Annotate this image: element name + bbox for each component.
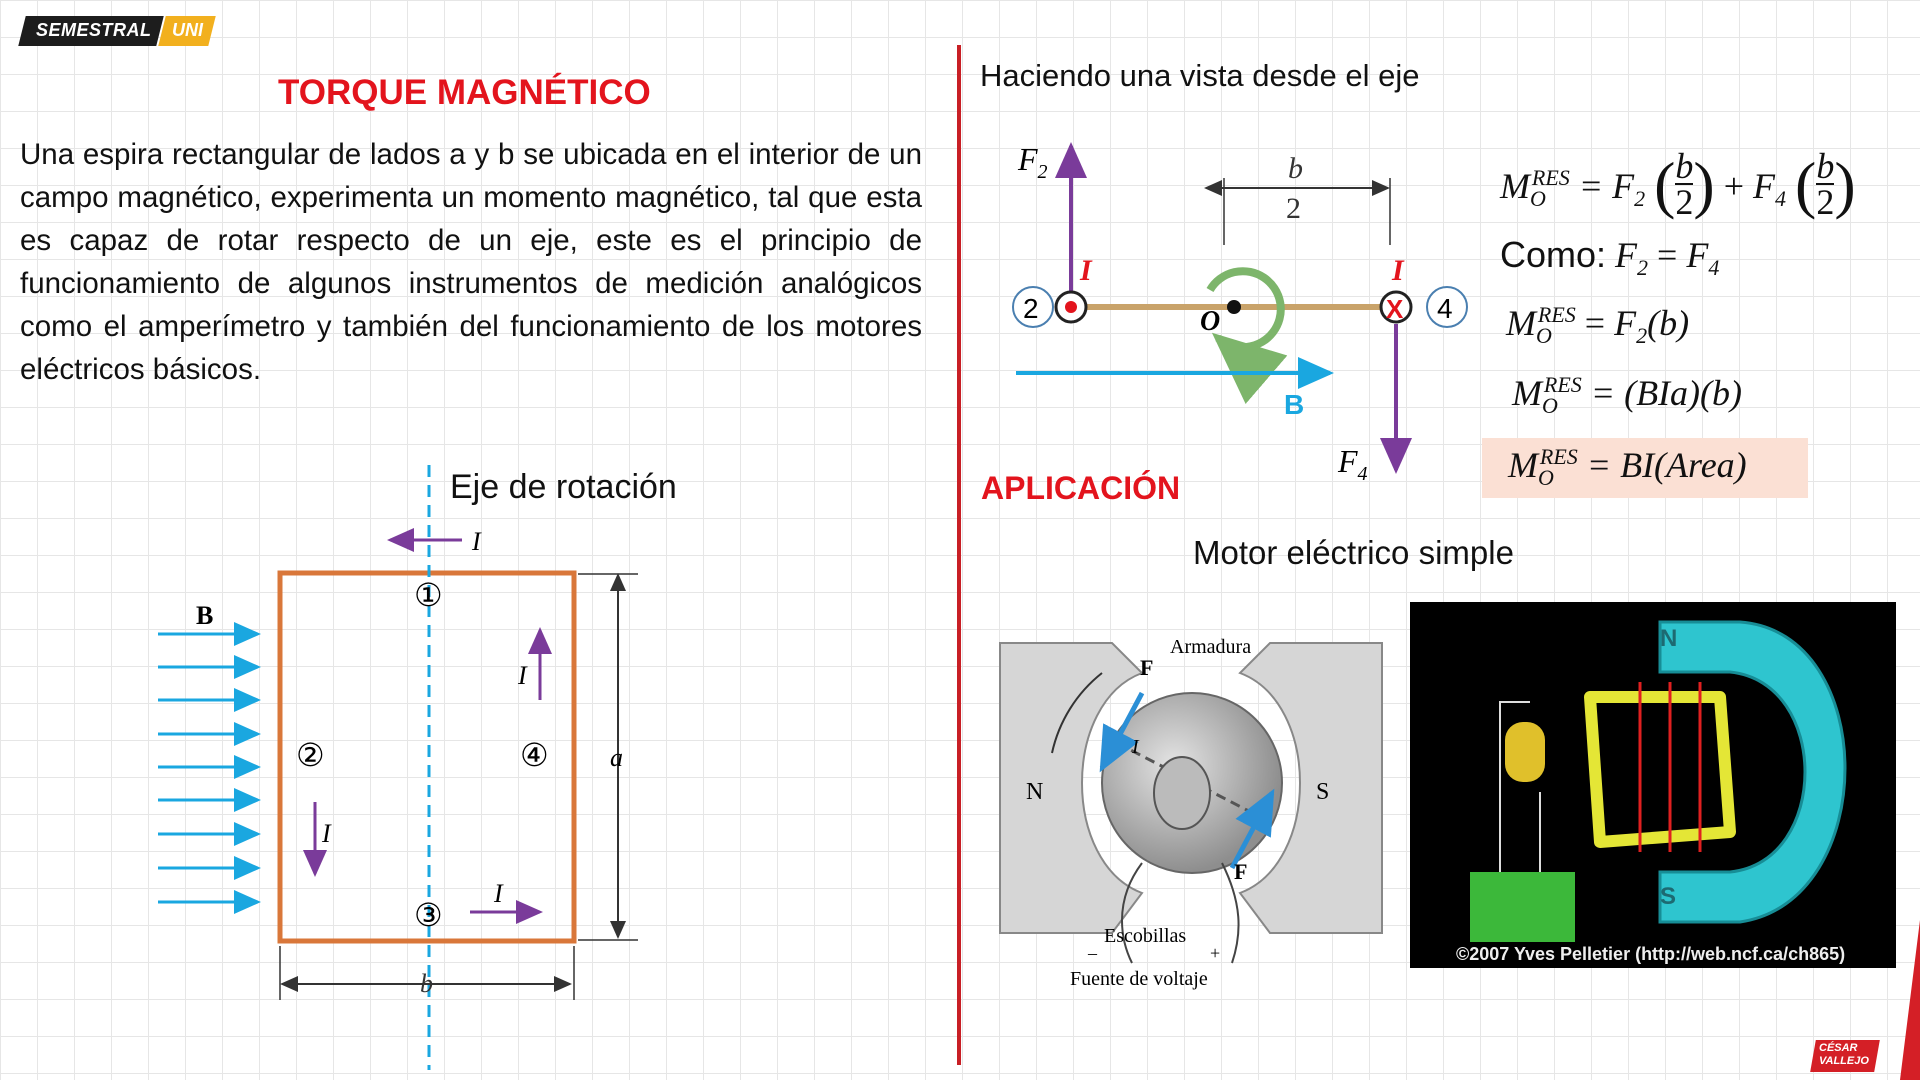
axis-label: Eje de rotación <box>450 468 677 506</box>
force-arrow-top <box>1099 691 1145 773</box>
side-view-diagram: F2 b 2 X I I 2 4 O B F4 <box>1012 141 1468 485</box>
equation-3: MORES = F2(b) <box>1506 302 1690 349</box>
node-4 <box>1426 286 1468 328</box>
yellow-coil <box>1584 691 1736 848</box>
motor-caption: Motor eléctrico simple <box>1193 534 1514 571</box>
commutator <box>1505 722 1545 782</box>
force-label-bottom: F <box>1234 859 1247 884</box>
f4-label: F4 <box>1337 443 1368 485</box>
side-b-label: b <box>420 969 433 998</box>
node-2 <box>1012 286 1054 328</box>
dc-motor-illustration: Armadura N S F F I Escobillas – + Fuente… <box>999 636 1383 990</box>
cross-mark: X <box>1386 294 1404 324</box>
armadura-label: Armadura <box>1170 636 1251 658</box>
current-loop <box>277 570 577 944</box>
view-label: Haciendo una vista desde el eje <box>980 58 1420 93</box>
badge-accent-text: UNI <box>172 20 203 40</box>
side-a-label: a <box>610 743 623 772</box>
badge-main-text: SEMESTRAL <box>36 20 152 40</box>
intro-paragraph: Una espira rectangular de lados a y b se… <box>20 138 922 386</box>
side-3-marker: ③ <box>414 896 443 934</box>
half-b-num: b <box>1288 152 1303 185</box>
field-label: B <box>1284 389 1304 420</box>
f2-label: F2 <box>1017 141 1048 183</box>
pivot-label: O <box>1200 306 1220 337</box>
corner-accent <box>1900 920 1920 1080</box>
side-2-marker: ② <box>296 736 325 774</box>
current-label-left: I <box>321 819 332 848</box>
current-in-symbol <box>1379 290 1413 324</box>
minus-label: – <box>1087 943 1098 963</box>
side-4-marker: ④ <box>520 736 549 774</box>
application-heading: APLICACIÓN <box>981 470 1181 506</box>
pivot-point <box>1227 300 1241 314</box>
south-pole-label: S <box>1316 779 1329 805</box>
rotation-arrow <box>1206 267 1288 404</box>
equation-5-result: MORES = BI(Area) <box>1508 444 1747 491</box>
plus-label: + <box>1210 943 1220 963</box>
motor-3d-render: N S <box>1410 602 1896 968</box>
north-label: N <box>1660 625 1677 652</box>
force-arrow-bottom <box>1229 788 1275 870</box>
voltage-source-label: Fuente de voltaje <box>1070 968 1208 990</box>
node-4-label: 4 <box>1437 293 1453 324</box>
node-2-label: 2 <box>1023 293 1039 324</box>
current-label-right: I <box>1391 254 1405 287</box>
brushes-label: Escobillas <box>1104 925 1186 947</box>
horseshoe-magnet <box>1658 620 1847 924</box>
magnet-north <box>999 642 1144 934</box>
half-b-den: 2 <box>1286 192 1301 225</box>
highlighted-result-box <box>1482 438 1808 498</box>
current-label: I <box>1131 736 1140 758</box>
side-1-marker: ① <box>414 576 443 614</box>
current-label-top: I <box>471 527 482 556</box>
equation-2: Como: F2 = F4 <box>1500 234 1720 281</box>
current-label-bottom: I <box>493 879 504 908</box>
loop-diagram: B I I I I ① ② ③ ④ a b <box>158 465 638 1070</box>
current-label-right: I <box>517 661 528 690</box>
magnet-south <box>1238 642 1383 934</box>
north-pole-label: N <box>1026 779 1043 805</box>
field-arrows <box>158 622 261 914</box>
current-label-left: I <box>1079 254 1093 287</box>
image-credit: ©2007 Yves Pelletier (http://web.ncf.ca/… <box>1456 944 1846 964</box>
column-divider <box>957 45 961 1065</box>
field-label: B <box>196 601 213 630</box>
force-label-top: F <box>1140 655 1153 680</box>
semestral-uni-badge: SEMESTRAL UNI <box>18 16 216 46</box>
page-title: TORQUE MAGNÉTICO <box>278 73 651 112</box>
south-label: S <box>1660 883 1676 910</box>
equation-4: MORES = (BIa)(b) <box>1512 372 1743 419</box>
battery <box>1470 872 1575 942</box>
